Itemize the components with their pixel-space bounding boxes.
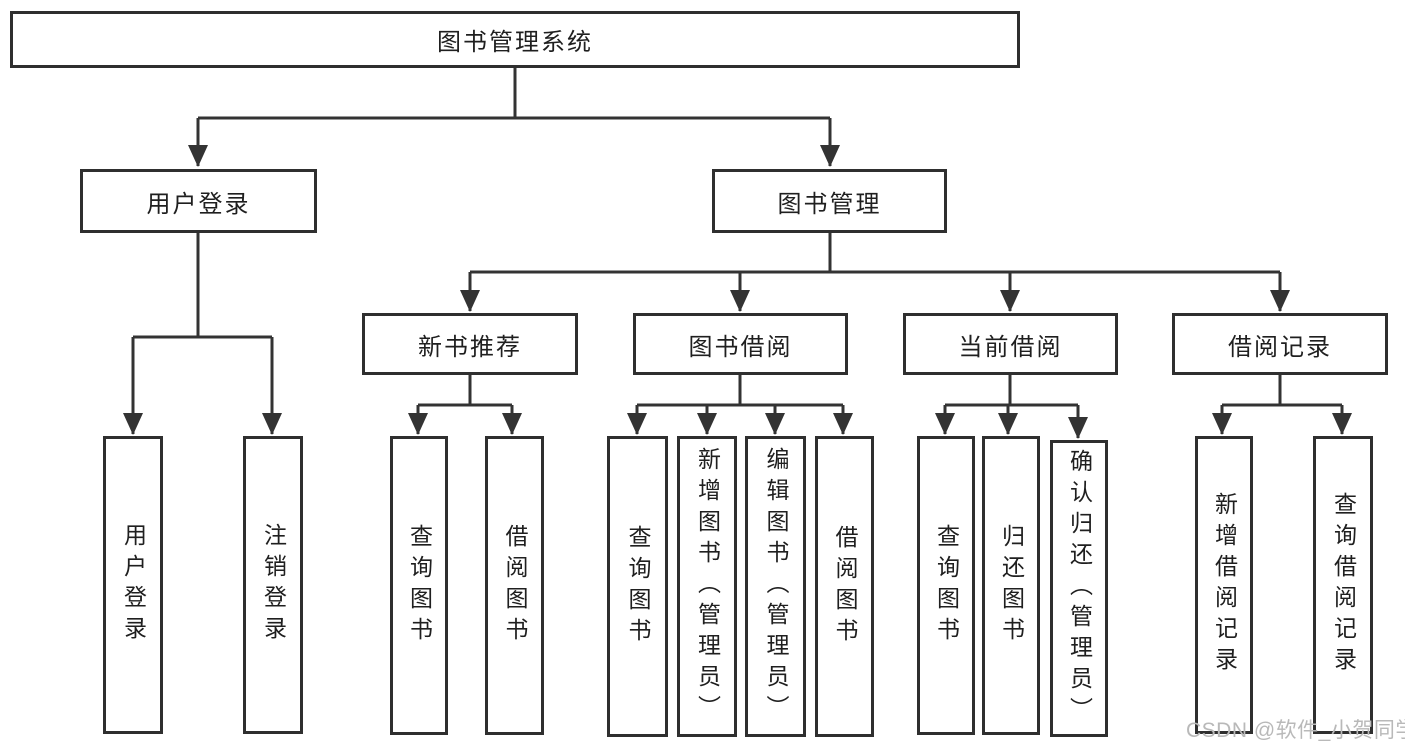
node-new-book-recommend-label: 新书推荐 xyxy=(418,333,522,361)
node-bb-borrow-book: 借阅图书 xyxy=(815,436,874,737)
node-new-book-recommend: 新书推荐 xyxy=(362,313,578,375)
node-root-label: 图书管理系统 xyxy=(437,29,593,56)
node-leaf-user-login-label: 用户登录 xyxy=(120,523,147,647)
node-user-login-label: 用户登录 xyxy=(146,190,251,218)
node-leaf-user-login: 用户登录 xyxy=(103,436,163,734)
node-bb-add-book-label: 新增图书（管理员） xyxy=(694,447,721,726)
node-user-login: 用户登录 xyxy=(80,169,317,233)
node-br-query-record: 查询借阅记录 xyxy=(1313,436,1373,734)
node-root: 图书管理系统 xyxy=(10,11,1020,68)
node-bb-query-book-label: 查询图书 xyxy=(625,524,651,649)
node-book-borrow: 图书借阅 xyxy=(633,313,848,375)
node-borrow-records-label: 借阅记录 xyxy=(1228,333,1332,361)
node-rec-borrow-book: 借阅图书 xyxy=(485,436,544,735)
csdn-watermark: CSDN @软件_小贺同学 xyxy=(1186,719,1405,742)
node-rec-query-book-label: 查询图书 xyxy=(406,523,433,648)
node-bb-query-book: 查询图书 xyxy=(607,436,668,737)
node-bb-edit-book-label: 编辑图书（管理员） xyxy=(763,447,789,726)
node-book-management: 图书管理 xyxy=(712,169,947,233)
node-current-borrow-label: 当前借阅 xyxy=(958,333,1063,361)
node-br-query-record-label: 查询借阅记录 xyxy=(1330,492,1357,678)
node-cb-return-book: 归还图书 xyxy=(982,436,1040,735)
node-book-management-label: 图书管理 xyxy=(777,190,882,218)
node-cb-confirm-return: 确认归还（管理员） xyxy=(1050,440,1108,737)
node-bb-add-book: 新增图书（管理员） xyxy=(677,436,737,737)
node-cb-query-book: 查询图书 xyxy=(917,436,975,735)
node-current-borrow: 当前借阅 xyxy=(903,313,1118,375)
node-cb-query-book-label: 查询图书 xyxy=(933,523,960,648)
node-cb-return-book-label: 归还图书 xyxy=(998,523,1025,648)
node-leaf-logout: 注销登录 xyxy=(243,436,303,734)
node-bb-borrow-book-label: 借阅图书 xyxy=(832,524,858,649)
node-book-borrow-label: 图书借阅 xyxy=(688,333,793,361)
node-borrow-records: 借阅记录 xyxy=(1172,313,1388,375)
node-rec-borrow-book-label: 借阅图书 xyxy=(502,523,528,648)
node-bb-edit-book: 编辑图书（管理员） xyxy=(745,436,806,737)
node-leaf-logout-label: 注销登录 xyxy=(260,523,287,647)
node-cb-confirm-return-label: 确认归还（管理员） xyxy=(1066,449,1093,728)
node-rec-query-book: 查询图书 xyxy=(390,436,448,735)
node-br-add-record-label: 新增借阅记录 xyxy=(1211,492,1238,678)
node-br-add-record: 新增借阅记录 xyxy=(1195,436,1253,734)
